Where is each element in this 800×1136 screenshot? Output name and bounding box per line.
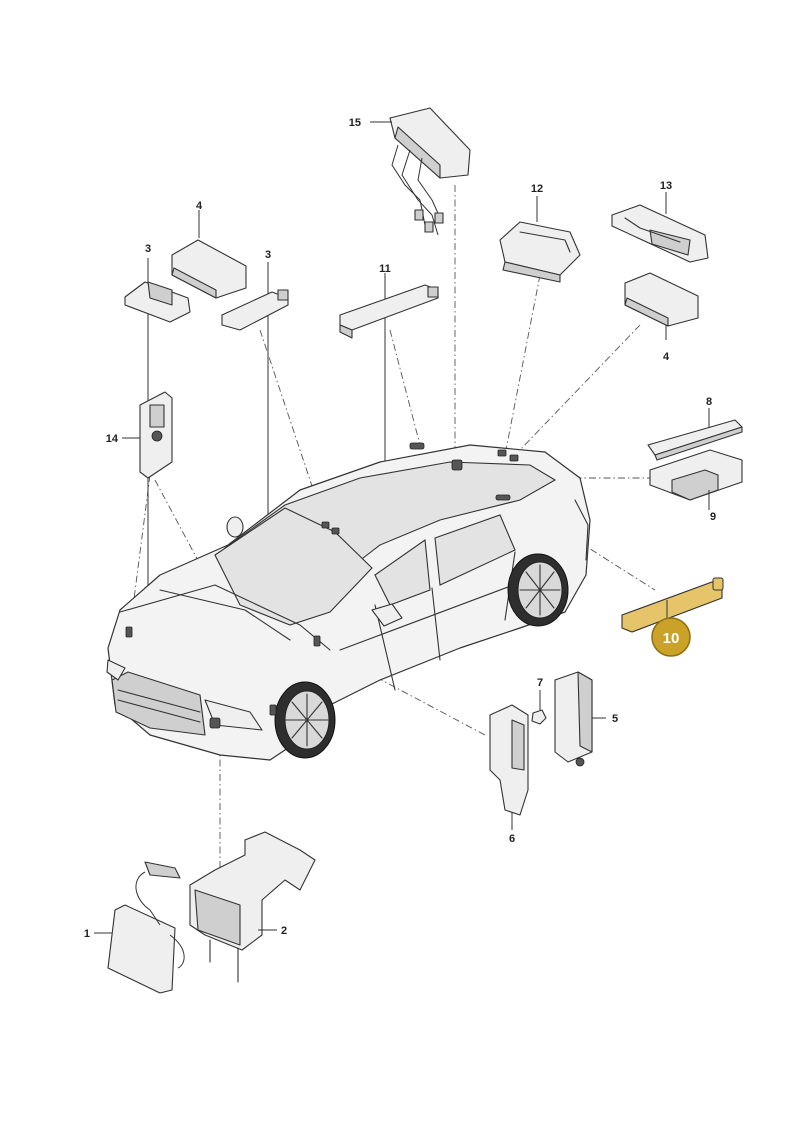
highlight-badge[interactable]: [651, 617, 691, 657]
part-10-highlighted-strip: [621, 577, 724, 633]
callout-14: 14: [106, 433, 119, 445]
car-illustration: [106, 442, 591, 761]
callout-12: 12: [531, 183, 543, 195]
part-5-control-unit: [554, 671, 593, 767]
part-4-left-module: [171, 239, 247, 299]
callout-13: 13: [660, 180, 672, 192]
part-11-antenna-strip: [339, 284, 439, 339]
callout-15: 15: [349, 117, 361, 129]
part-4-right-module: [624, 272, 699, 327]
part-6-bracket: [489, 704, 529, 816]
part-1-antenna-pad: [107, 861, 185, 994]
part-15-antenna-module: [389, 107, 471, 236]
part-3-left-sensor: [124, 281, 191, 323]
callout-leaders: [94, 121, 710, 934]
callout-4-right: 4: [663, 351, 670, 363]
part-3-right-sensor: [221, 289, 289, 331]
callout-7: 7: [537, 677, 543, 689]
part-9-housing: [649, 449, 743, 501]
part-7-nut: [531, 709, 547, 725]
callout-5: 5: [612, 713, 618, 725]
callout-9: 9: [710, 511, 716, 523]
part-2-bracket-module: [189, 831, 316, 983]
part-8-strip: [647, 419, 743, 461]
callout-3-left: 3: [145, 243, 151, 255]
callout-2: 2: [281, 925, 287, 937]
callout-4-left: 4: [196, 200, 203, 212]
callout-1: 1: [84, 928, 90, 940]
callout-labels: 15 12 13 4 3 3 11 4 14 8 9 7 5 6 2 1: [84, 117, 716, 940]
part-13-bracket: [611, 204, 709, 263]
callout-6: 6: [509, 833, 515, 845]
callout-8: 8: [706, 396, 712, 408]
part-12-control-unit: [499, 221, 581, 283]
callout-11: 11: [379, 263, 391, 275]
callout-10-highlight[interactable]: 10: [651, 617, 691, 657]
callout-3-right: 3: [265, 249, 271, 261]
callout-10: 10: [663, 630, 680, 647]
part-14-panel: [139, 391, 173, 479]
